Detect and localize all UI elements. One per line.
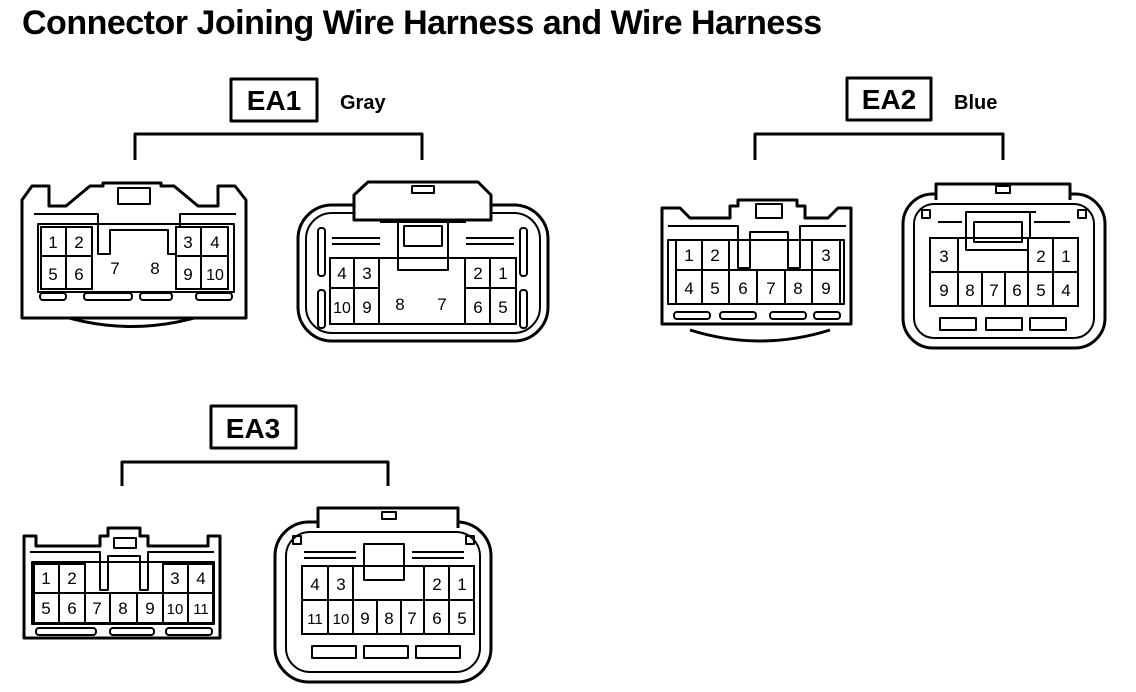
pin-label: 6	[67, 599, 76, 618]
pin-label: 7	[989, 281, 998, 300]
pin-label: 5	[41, 599, 50, 618]
pin-label: 7	[407, 609, 416, 628]
mating-bracket	[120, 460, 390, 486]
pin-label: 7	[92, 599, 101, 618]
pin-label: 4	[210, 233, 219, 252]
connector-code-label: EA2	[862, 84, 916, 115]
pin-label: 1	[684, 246, 693, 265]
pin-label: 5	[710, 279, 719, 298]
pin-label: 4	[310, 575, 319, 594]
female-connector: 3 2 1 9 8 7 6 5 4	[901, 182, 1107, 350]
pin-grid: 1 2 3 4 5 6 7 8 9 10	[40, 226, 229, 290]
pin-grid: 1 2 3 4 5 6 7 8 9	[675, 239, 841, 305]
page-title: Connector Joining Wire Harness and Wire …	[22, 4, 822, 42]
pin-label: 8	[150, 259, 159, 278]
pin-label: 9	[362, 298, 371, 317]
pin-label: 1	[498, 264, 507, 283]
connector-color-label: Blue	[954, 92, 997, 114]
pin-label: 10	[333, 611, 350, 628]
pin-label: 10	[167, 601, 184, 618]
pin-label: 2	[67, 569, 76, 588]
female-connector: 4 3 2 1 11 10 9 8 7 6 5	[273, 506, 493, 684]
pin-label: 6	[473, 298, 482, 317]
pin-grid: 4 3 2 1 10 9 8 7 6 5	[329, 257, 517, 325]
pin-label: 2	[74, 233, 83, 252]
connector-group-ea3: EA3 1 2	[22, 404, 493, 684]
pin-label: 3	[362, 264, 371, 283]
pin-grid: 4 3 2 1 11 10 9 8 7 6 5	[301, 565, 475, 635]
mating-bracket	[133, 132, 424, 160]
pin-label: 7	[110, 259, 119, 278]
pin-label: 5	[498, 298, 507, 317]
pin-label: 4	[684, 279, 693, 298]
pin-label: 2	[473, 264, 482, 283]
pin-label: 3	[170, 569, 179, 588]
pin-label: 9	[821, 279, 830, 298]
pin-label: 1	[41, 569, 50, 588]
pin-label: 8	[965, 281, 974, 300]
pin-label: 1	[1061, 247, 1070, 266]
pin-grid: 1 2 3 4 5 6 7 8 9 10 11	[33, 563, 214, 624]
pin-label: 8	[395, 295, 404, 314]
pin-label: 6	[1012, 281, 1021, 300]
connector-code-box	[845, 76, 933, 122]
pin-label: 9	[360, 609, 369, 628]
connector-code-label: EA3	[226, 413, 280, 444]
connector-code-label: EA1	[247, 85, 301, 116]
connector-group-ea1: EA1 Gray 1 2 3	[20, 77, 550, 343]
pin-label: 6	[432, 609, 441, 628]
pin-label: 3	[336, 575, 345, 594]
pin-label: 10	[206, 267, 224, 284]
pin-label: 7	[766, 279, 775, 298]
pin-label: 8	[384, 609, 393, 628]
pin-label: 1	[457, 575, 466, 594]
connector-code-box	[209, 404, 298, 450]
pin-label: 3	[821, 246, 830, 265]
pin-label: 4	[196, 569, 205, 588]
pin-label: 10	[333, 300, 351, 317]
pin-label: 8	[793, 279, 802, 298]
pin-label: 3	[183, 233, 192, 252]
pin-label: 4	[1061, 281, 1070, 300]
pin-label: 11	[193, 601, 209, 618]
connector-code-box	[229, 77, 319, 123]
pin-label: 6	[74, 265, 83, 284]
pin-label: 11	[307, 611, 323, 628]
pin-label: 8	[118, 599, 127, 618]
pin-label: 6	[738, 279, 747, 298]
pin-label: 1	[48, 233, 57, 252]
male-connector: 1 2 3 4 5 6 7 8 9	[660, 198, 853, 343]
pin-label: 5	[1036, 281, 1045, 300]
pin-grid: 3 2 1 9 8 7 6 5 4	[929, 237, 1079, 307]
pin-label: 4	[337, 264, 346, 283]
pin-label: 2	[1036, 247, 1045, 266]
male-connector: 1 2 3 4 5 6 7 8 9 10	[20, 181, 248, 328]
pin-label: 9	[183, 265, 192, 284]
connector-color-label: Gray	[340, 92, 386, 114]
pin-label: 9	[939, 281, 948, 300]
pin-label: 9	[145, 599, 154, 618]
pin-label: 7	[437, 295, 446, 314]
pin-label: 5	[457, 609, 466, 628]
connector-group-ea2: EA2 Blue 1 2	[660, 76, 1107, 350]
mating-bracket	[753, 132, 1005, 160]
pin-label: 2	[432, 575, 441, 594]
pin-label: 3	[939, 247, 948, 266]
pin-label: 5	[48, 265, 57, 284]
pin-label: 2	[710, 246, 719, 265]
female-connector: 4 3 2 1 10 9 8 7 6 5	[296, 180, 550, 343]
male-connector: 1 2 3 4 5 6 7 8 9 10 11	[22, 526, 222, 640]
